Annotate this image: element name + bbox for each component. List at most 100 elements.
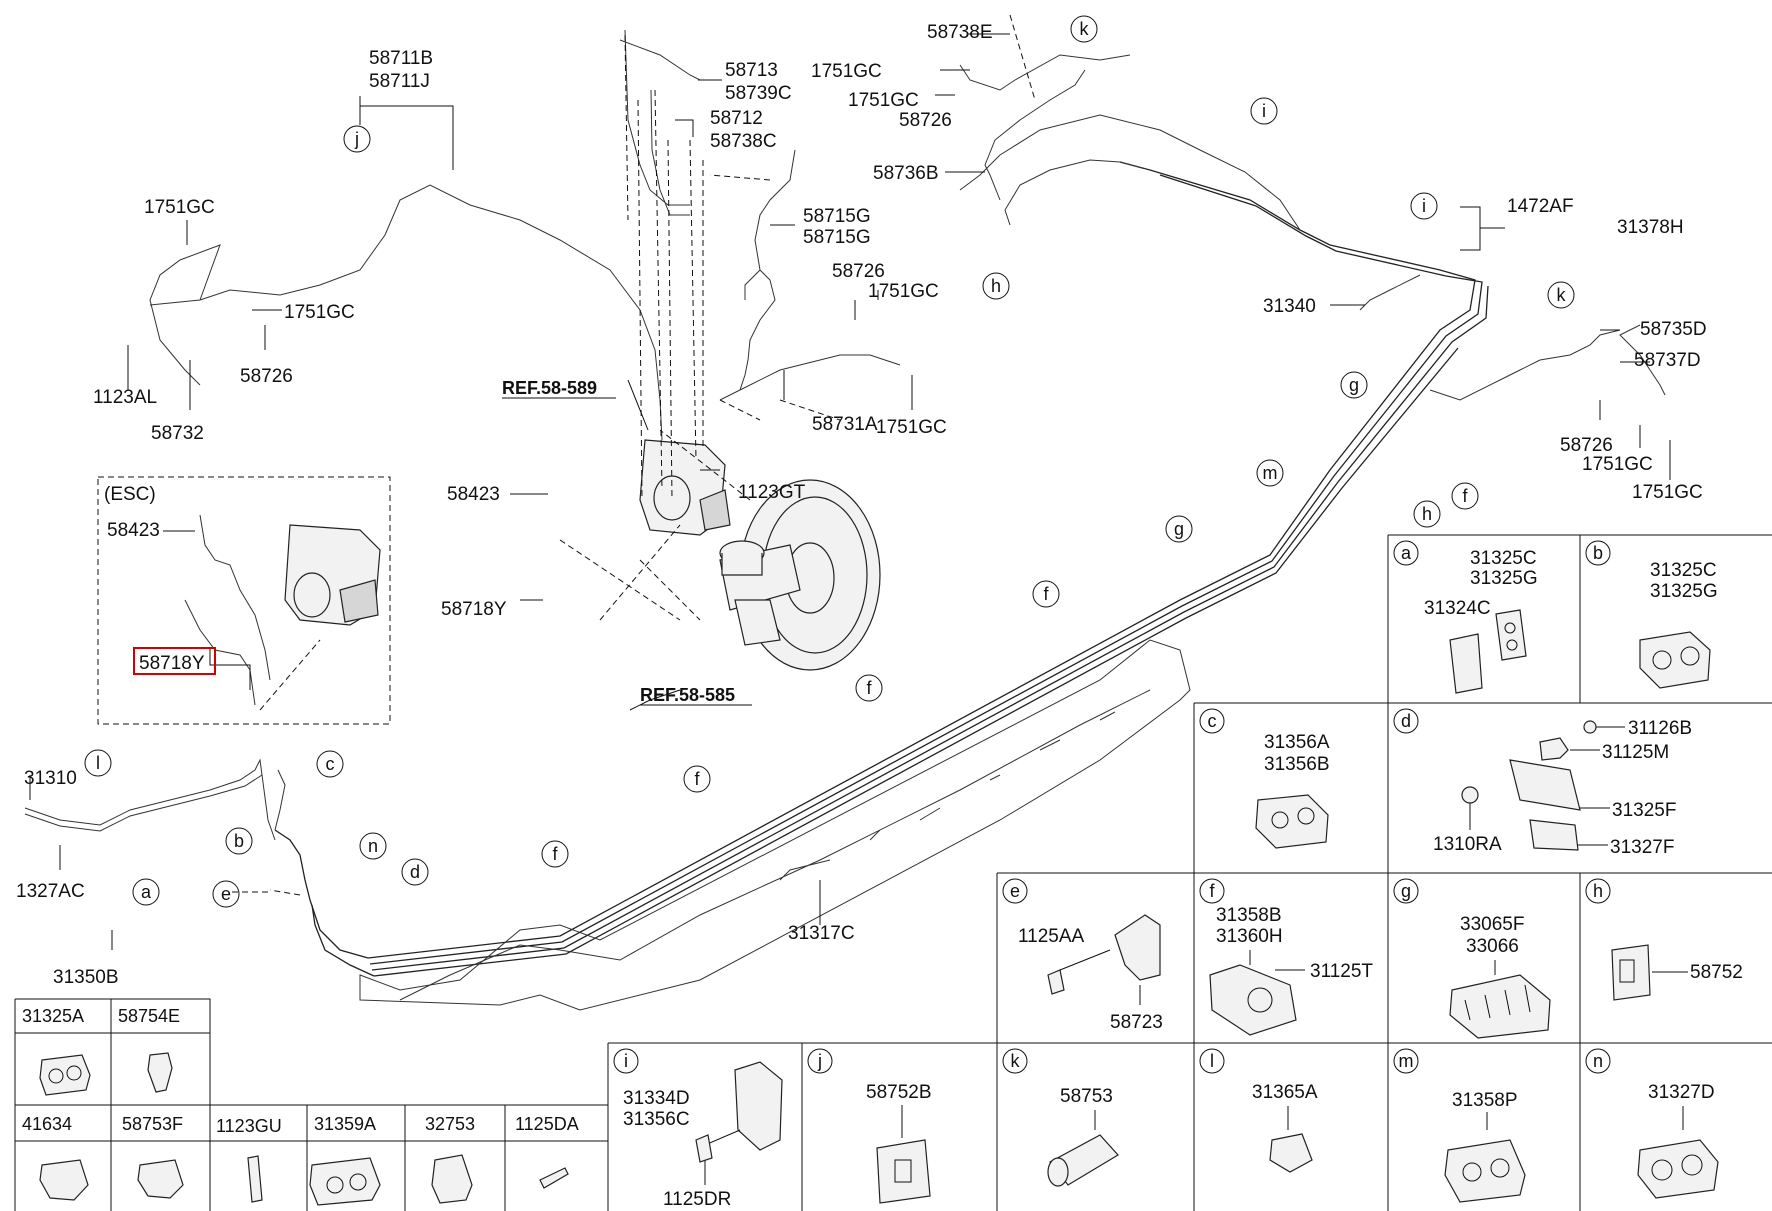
part-label: f (1462, 486, 1468, 506)
part-label: h (1422, 504, 1432, 524)
circle-letters: j k i i k h h f g m g f f f f l c b a e … (84, 15, 1575, 908)
part-58735D: 58735D (1640, 319, 1707, 340)
circle-b: b (225, 827, 253, 855)
part-label: j (354, 129, 359, 149)
part-label: l (96, 753, 100, 773)
circle-f: f (1451, 482, 1479, 510)
part-label: e (221, 884, 231, 904)
part-58726: 58726 (1560, 435, 1613, 456)
esc-module (284, 524, 381, 626)
part-label: f (866, 678, 872, 698)
legend-cell-f: f 31358B 31360H 31125T (1199, 878, 1373, 1036)
part-58726: 58726 (899, 110, 952, 131)
part-label: 58753 (1060, 1086, 1113, 1107)
legend-cell-c: c 31356A 31356B (1199, 708, 1330, 849)
legend-cell-j: j 58752B (807, 1048, 932, 1204)
circle-i: i (1250, 97, 1278, 125)
legend-cell-i: i 31334D 31356C 1125DR (613, 1048, 783, 1210)
dash-leaders (232, 14, 1036, 896)
part-58715G: 58715G (803, 206, 871, 227)
circle-d: d (401, 858, 429, 886)
part-label: 1125DR (663, 1189, 731, 1210)
bottom-parts-table: 31325A 58754E 41634 58753F 1123GU 31359A… (14, 998, 608, 1211)
circle-f: f (855, 674, 883, 702)
part-1751GC: 1751GC (1582, 454, 1653, 475)
part-31317C: 31317C (788, 923, 855, 944)
part-58737D: 58737D (1634, 350, 1701, 371)
part-label: 31325F (1612, 800, 1676, 821)
brake-booster (719, 479, 881, 671)
part-callouts: 58711B 58711J 1751GC 1751GC 58726 1123AL… (16, 22, 1707, 988)
circle-m: m (1256, 459, 1284, 487)
part-31350B: 31350B (53, 967, 119, 988)
circle-a: a (132, 878, 160, 906)
part-label: 31325C (1470, 548, 1537, 569)
legend-cell-b: b 31325C 31325G (1585, 540, 1718, 689)
part-58732: 58732 (151, 423, 204, 444)
part-58731A: 58731A (812, 414, 878, 435)
circle-g: g (1165, 515, 1193, 543)
circle-i: i (1410, 192, 1438, 220)
circle-h: h (1413, 500, 1441, 528)
legend-cell-n: n 31327D (1585, 1048, 1719, 1199)
part-label: 31327D (1648, 1082, 1715, 1103)
part-label: f (694, 769, 700, 789)
part-label: m (1399, 1051, 1414, 1071)
part-label: 31325G (1470, 568, 1538, 589)
part-label: 1123GU (216, 1116, 282, 1136)
part-58726: 58726 (832, 261, 885, 282)
part-label: g (1401, 881, 1411, 901)
ref-labels: REF.58-589 REF.58-585 (502, 378, 752, 706)
part-label: g (1349, 375, 1359, 395)
main-brake-tubes (24, 29, 1666, 977)
circle-l: l (84, 749, 112, 777)
legend-cell-d: d 31126B 31125M 31325F 1310RA 31327F (1393, 708, 1692, 858)
part-31340: 31340 (1263, 296, 1316, 317)
circle-n: n (359, 832, 387, 860)
part-label: 31334D (623, 1088, 690, 1109)
hydraulic-unit (639, 439, 731, 536)
part-58715G: 58715G (803, 227, 871, 248)
part-58738E: 58738E (927, 22, 993, 43)
part-label: a (1401, 543, 1412, 563)
circle-f: f (1032, 580, 1060, 608)
part-label: d (410, 862, 420, 882)
part-label: 31365A (1252, 1082, 1318, 1103)
part-label: d (1401, 711, 1411, 731)
part-label: 31324C (1424, 598, 1491, 619)
legend-cell-e: e 1125AA 58723 (1002, 878, 1163, 1033)
highlight-box (133, 647, 216, 675)
part-58739C: 58739C (725, 83, 792, 104)
part-1751GC: 1751GC (868, 281, 939, 302)
part-label: m (1263, 463, 1278, 483)
legend-cell-l: l 31365A (1199, 1048, 1318, 1173)
part-label: i (624, 1051, 628, 1071)
part-31310: 31310 (24, 768, 77, 789)
part-label: l (1210, 1051, 1214, 1071)
circle-k: k (1547, 281, 1575, 309)
ref-58-585: REF.58-585 (640, 685, 735, 705)
part-label: 58753F (122, 1114, 183, 1134)
part-1123AL: 1123AL (93, 387, 157, 408)
part-1751GC: 1751GC (144, 197, 215, 218)
floor-side-sill (359, 639, 1191, 1011)
legend-cell-k: k 58753 (1002, 1048, 1119, 1187)
part-58726: 58726 (240, 366, 293, 387)
circle-f: f (541, 840, 569, 868)
part-label: 1125AA (1018, 926, 1085, 947)
part-label: i (1262, 101, 1266, 121)
part-label: 31125M (1602, 742, 1669, 763)
part-label: 58754E (118, 1006, 180, 1026)
circle-j: j (343, 125, 371, 153)
part-label: b (234, 831, 244, 851)
part-label: 1125DA (515, 1114, 579, 1134)
part-label: a (141, 882, 152, 902)
part-label: 31325A (22, 1006, 84, 1026)
part-1751GC: 1751GC (848, 90, 919, 111)
esc-part-58423: 58423 (107, 520, 160, 541)
circle-g: g (1340, 371, 1368, 399)
legend-grid: a 31325C 31325G 31324C b 31325C 31325G c… (607, 534, 1772, 1211)
part-label: 31325G (1650, 581, 1718, 602)
legend-cell-m: m 31358P (1393, 1048, 1526, 1203)
part-58712: 58712 (710, 108, 763, 129)
